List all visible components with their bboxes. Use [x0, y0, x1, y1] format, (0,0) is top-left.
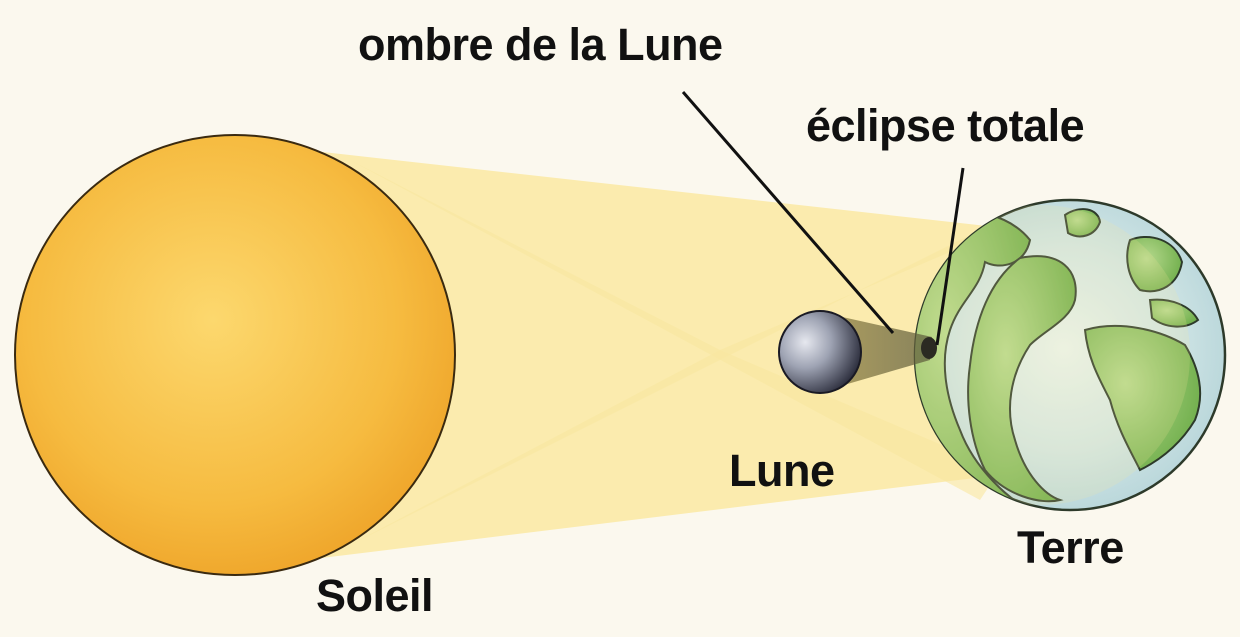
sun-label: Soleil	[316, 570, 434, 621]
sun	[14, 134, 456, 576]
moon	[778, 310, 862, 394]
cross-cone-lower	[350, 215, 1010, 545]
moon-label: Lune	[729, 445, 835, 496]
moon-shadow-label: ombre de la Lune	[358, 19, 723, 70]
total-eclipse-pointer	[935, 167, 965, 346]
cross-cone-upper	[350, 160, 1000, 500]
penumbra-cone	[305, 150, 1040, 560]
earth-label: Terre	[1017, 522, 1124, 573]
total-eclipse-label: éclipse totale	[806, 100, 1085, 151]
light-cones	[305, 150, 1040, 560]
moon-shadow-pointer	[681, 91, 895, 334]
total-eclipse-spot	[921, 337, 937, 359]
